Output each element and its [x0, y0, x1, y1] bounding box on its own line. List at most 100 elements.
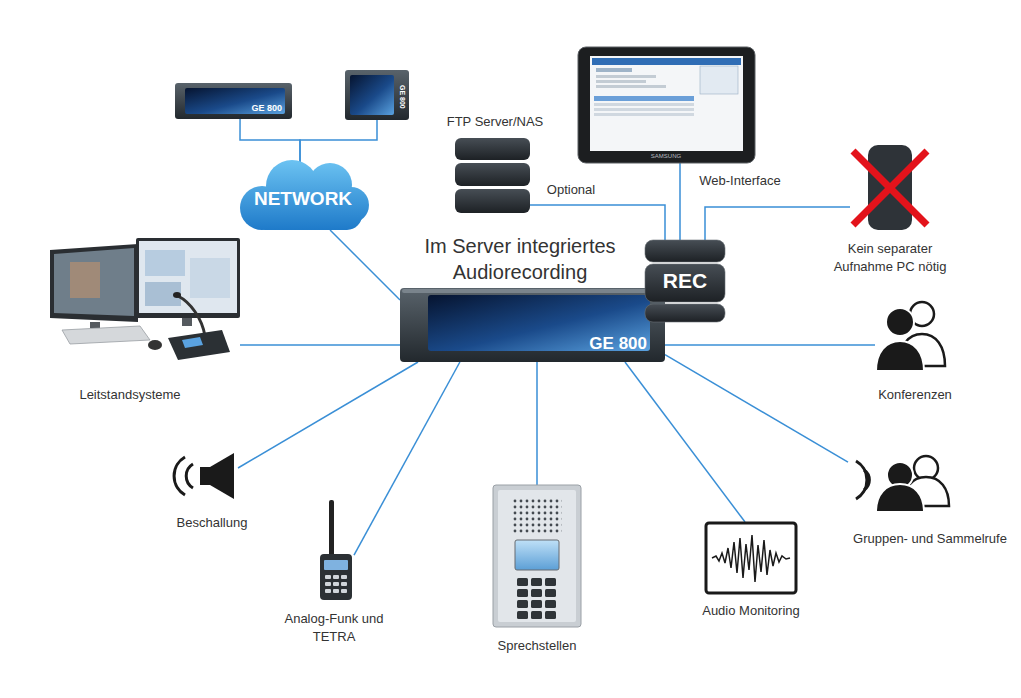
- speaker-icon-drawing: [210, 453, 234, 499]
- monitor-icon-drawing: [706, 523, 796, 593]
- storage-server-drawing: [455, 189, 530, 213]
- caption-text: Kein separater Aufnahme PC nötig: [825, 240, 955, 275]
- caption-text: Web-Interface: [670, 172, 810, 190]
- connector-line: [679, 163, 681, 240]
- storage-server: FTP Server/NAS: [455, 138, 530, 214]
- control-desk-drawing: [54, 248, 134, 316]
- group-call-icon: Gruppen- und Sammelrufe: [848, 450, 952, 514]
- control-desk-drawing: [173, 292, 181, 298]
- connector-line: [330, 230, 400, 300]
- server-device-drawing: [175, 83, 292, 119]
- intercom-panel: Sprechstellen: [493, 485, 581, 627]
- main-server-drawing: [400, 288, 665, 362]
- speaker-icon-drawing: [174, 457, 185, 495]
- device-label: GE 800: [589, 335, 647, 354]
- connector-line: [300, 120, 377, 163]
- connector-line: [530, 205, 665, 240]
- radio-icon-drawing: [324, 560, 348, 570]
- connector-line: [238, 362, 418, 468]
- tower-device-drawing: [345, 70, 409, 120]
- storage-server-drawing: [455, 138, 530, 160]
- connector-line: [354, 362, 460, 555]
- control-desk-drawing: [168, 330, 230, 360]
- control-desk-drawing: [145, 250, 185, 276]
- edge-label-holder: Optional: [544, 181, 598, 199]
- tablet-drawing: [594, 113, 694, 116]
- monitor-icon-drawing: [712, 535, 790, 582]
- diagram-heading-holder: Im Server integriertes Audiorecording: [402, 233, 638, 285]
- conference-icon-drawing: [886, 308, 914, 336]
- speaker-icon-drawing: [186, 464, 193, 488]
- monitor-icon: Audio Monitoring: [705, 522, 797, 594]
- device-label: GE 800: [251, 104, 282, 114]
- radio-icon: Analog-Funk und TETRA: [318, 500, 354, 602]
- intercom-panel-drawing: [493, 485, 581, 627]
- radio-icon-drawing: [329, 500, 334, 558]
- brand-mark: SAMSUNG: [636, 153, 696, 160]
- speaker-icon-drawing: [174, 453, 234, 499]
- tablet-drawing: [594, 103, 694, 106]
- caption-text: Leitstandsysteme: [40, 386, 220, 404]
- server-device-drawing: [175, 83, 292, 119]
- intercom-panel-drawing: [515, 540, 559, 570]
- recorder-stack-drawing: [645, 240, 725, 262]
- diagram-heading: Im Server integriertes Audiorecording: [402, 233, 638, 285]
- radio-icon-drawing: [320, 500, 352, 600]
- tablet-drawing: [596, 85, 666, 88]
- tower-device-drawing: [345, 70, 409, 120]
- main-server: GE 800: [400, 288, 665, 362]
- connector-line: [240, 119, 300, 163]
- tablet-drawing: [594, 108, 694, 111]
- crossed-pc-drawing: [853, 151, 927, 225]
- tablet-drawing: [578, 47, 755, 163]
- tablet-drawing: [590, 56, 743, 151]
- control-desk-drawing: [50, 238, 240, 360]
- tablet-drawing: [596, 68, 632, 72]
- control-desk-drawing: [182, 337, 203, 348]
- tablet-device: Web-Interface: [578, 47, 755, 163]
- tablet-drawing: [594, 96, 694, 101]
- group-call-icon-drawing: [876, 484, 924, 512]
- tower-device: GE 800: [345, 70, 409, 120]
- server-device-drawing: [185, 88, 285, 114]
- caption-text: Gruppen- und Sammelrufe: [845, 530, 1015, 548]
- speaker-icon-drawing: [200, 467, 210, 485]
- intercom-panel-drawing: [498, 490, 576, 622]
- device-label: NETWORK: [254, 189, 352, 210]
- connector-line: [625, 362, 745, 522]
- control-desk-drawing: [178, 296, 205, 336]
- crossed-pc-drawing: [853, 145, 927, 230]
- conference-icon-drawing: [876, 302, 945, 371]
- device-label: GE 800: [398, 85, 406, 109]
- group-call-icon-drawing: [856, 461, 867, 499]
- control-desk-drawing: [190, 258, 230, 298]
- control-desk-drawing: [182, 318, 192, 326]
- storage-server-drawing: [455, 138, 530, 213]
- control-desk-drawing: [62, 326, 150, 344]
- connector-line: [240, 344, 400, 346]
- intercom-panel-drawing: [512, 498, 562, 534]
- connector-line: [665, 355, 848, 463]
- speaker-icon: Beschallung: [172, 450, 238, 502]
- conference-icon: Konferenzen: [875, 298, 947, 372]
- device-label: REC: [663, 269, 707, 292]
- group-call-icon-drawing: [856, 456, 949, 512]
- control-desk-drawing: [145, 282, 181, 306]
- control-desk-drawing: [90, 322, 100, 328]
- control-desk-drawing: [70, 262, 100, 298]
- edge-label: Optional: [544, 181, 598, 199]
- caption-text: Beschallung: [152, 514, 272, 532]
- tablet-drawing: [596, 75, 656, 78]
- brand-mark-holder: SAMSUNG: [636, 153, 696, 160]
- server-device: GE 800: [175, 83, 292, 119]
- tablet-drawing: [592, 58, 741, 65]
- intercom-panel-drawing: [493, 485, 581, 627]
- control-desk-drawing: [50, 244, 138, 322]
- tablet-drawing: [596, 80, 646, 83]
- radio-icon-drawing: [320, 554, 352, 600]
- network-cloud-drawing: [240, 160, 369, 230]
- caption-text: FTP Server/NAS: [415, 113, 575, 131]
- crossed-pc: Kein separater Aufnahme PC nötig: [850, 145, 930, 230]
